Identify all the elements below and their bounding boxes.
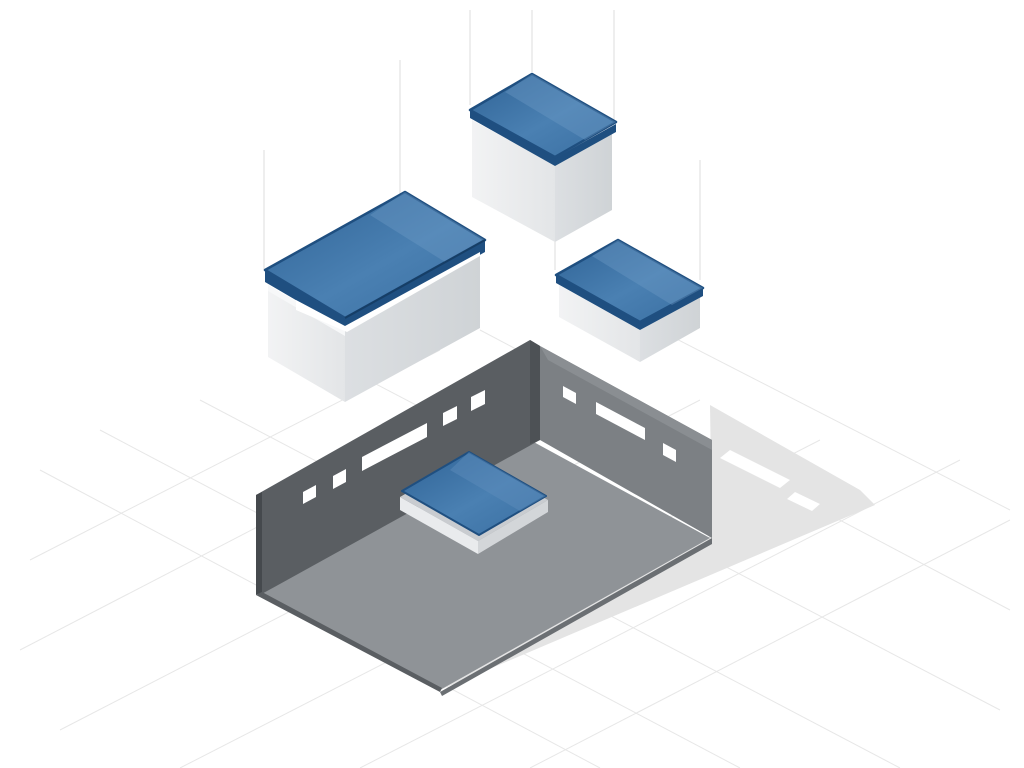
large-container (263, 190, 487, 402)
tray-floor (260, 440, 710, 690)
tray-front-lip (256, 492, 262, 595)
tray-wall-back-left (256, 340, 540, 595)
medium-container-body-left (472, 120, 555, 242)
open-tray (256, 340, 712, 696)
tray-wall-openings (303, 390, 485, 504)
small-container-lid (554, 238, 705, 324)
tray-lid-piece (400, 451, 548, 554)
small-container-body-left (559, 285, 640, 362)
large-container-body-right (345, 254, 480, 402)
small-container (554, 238, 705, 362)
tray-wall-back-right (530, 340, 712, 538)
shadow-window-cutouts (720, 450, 820, 511)
tray-lid-top (401, 451, 547, 536)
medium-container-lid (468, 72, 618, 159)
small-container-body-right (640, 296, 700, 362)
medium-container-body-right (555, 133, 612, 242)
large-container-body-left (268, 285, 345, 402)
medium-container (468, 72, 618, 242)
